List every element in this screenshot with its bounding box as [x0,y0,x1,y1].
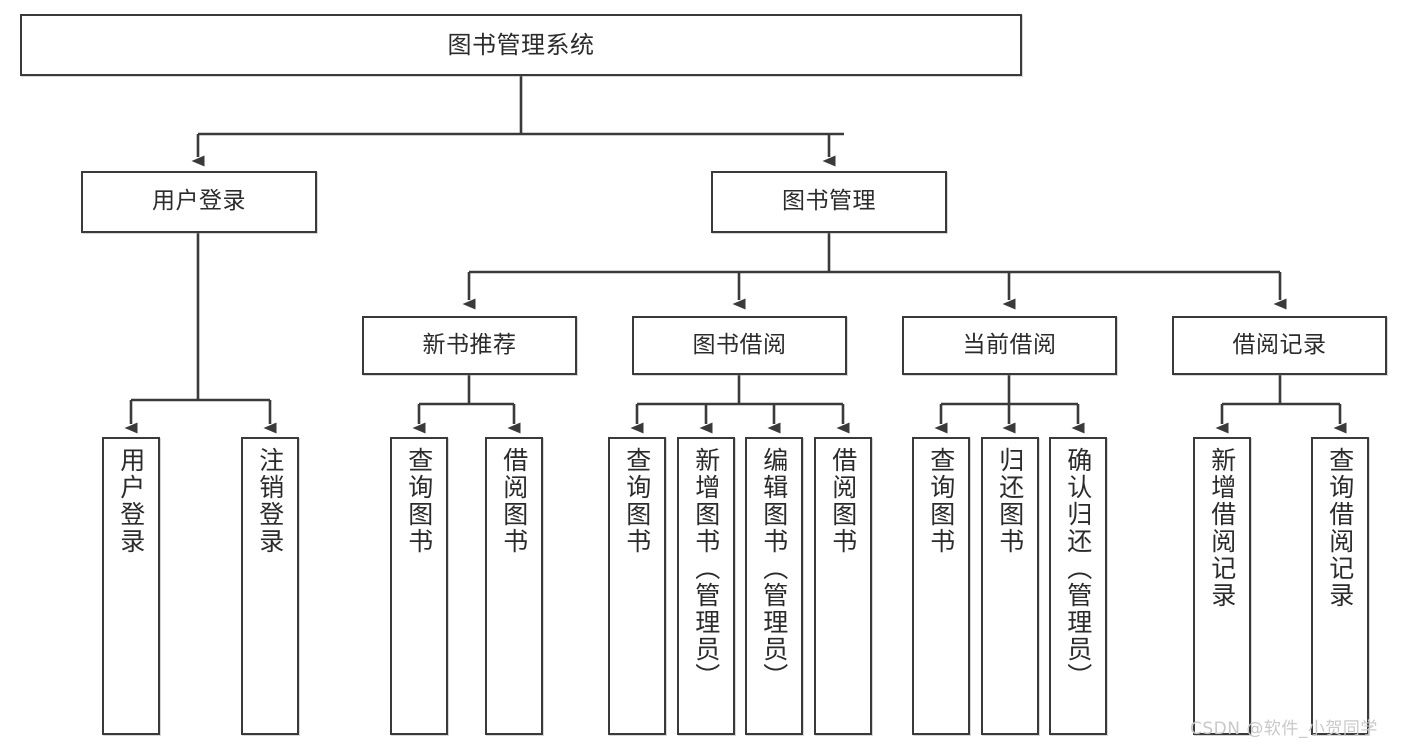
node-label: 用户登录 [152,188,246,215]
node-label: 图书借阅 [692,331,787,358]
node-label: 新书推荐 [422,331,517,358]
node-borrow-record[interactable]: 借阅记录 [1172,316,1387,375]
node-label: 查询图书 [622,447,652,555]
node-label: 编辑图书（管理员） [759,447,789,690]
node-current-borrow[interactable]: 当前借阅 [902,316,1117,375]
node-book-borrow[interactable]: 图书借阅 [632,316,847,375]
node-label: 借阅图书 [828,447,858,555]
node-label: 查询借阅记录 [1325,447,1355,609]
node-leaf-query-record[interactable]: 查询借阅记录 [1311,437,1369,735]
node-leaf-logout-login[interactable]: 注销登录 [241,437,299,735]
node-leaf-edit-book[interactable]: 编辑图书（管理员） [745,437,803,735]
node-new-book-recommend[interactable]: 新书推荐 [362,316,577,375]
node-leaf-query-book-2[interactable]: 查询图书 [608,437,666,735]
node-label: 确认归还（管理员） [1063,447,1093,690]
node-label: 用户登录 [116,447,146,555]
node-label: 新增借阅记录 [1207,447,1237,609]
watermark-text: CSDN @软件_小贺同学 [1190,719,1378,739]
node-leaf-return-book[interactable]: 归还图书 [981,437,1039,735]
node-root-book-management-system[interactable]: 图书管理系统 [20,14,1022,76]
node-label: 图书管理 [782,188,876,215]
node-leaf-confirm-return[interactable]: 确认归还（管理员） [1049,437,1107,735]
node-leaf-user-login[interactable]: 用户登录 [102,437,160,735]
node-label: 查询图书 [404,447,434,555]
node-label: 借阅记录 [1232,331,1327,358]
node-leaf-query-book-1[interactable]: 查询图书 [390,437,448,735]
node-leaf-borrow-book-2[interactable]: 借阅图书 [814,437,872,735]
node-label: 注销登录 [255,447,285,555]
node-book-management[interactable]: 图书管理 [711,171,947,233]
node-leaf-add-book[interactable]: 新增图书（管理员） [677,437,735,735]
node-label: 借阅图书 [499,447,529,555]
node-leaf-query-book-3[interactable]: 查询图书 [912,437,970,735]
node-label: 归还图书 [995,447,1025,555]
node-label: 图书管理系统 [447,30,595,59]
node-label: 新增图书（管理员） [691,447,721,690]
node-label: 当前借阅 [962,331,1057,358]
node-label: 查询图书 [926,447,956,555]
node-user-login[interactable]: 用户登录 [81,171,317,233]
node-leaf-add-record[interactable]: 新增借阅记录 [1193,437,1251,735]
node-leaf-borrow-book-1[interactable]: 借阅图书 [485,437,543,735]
